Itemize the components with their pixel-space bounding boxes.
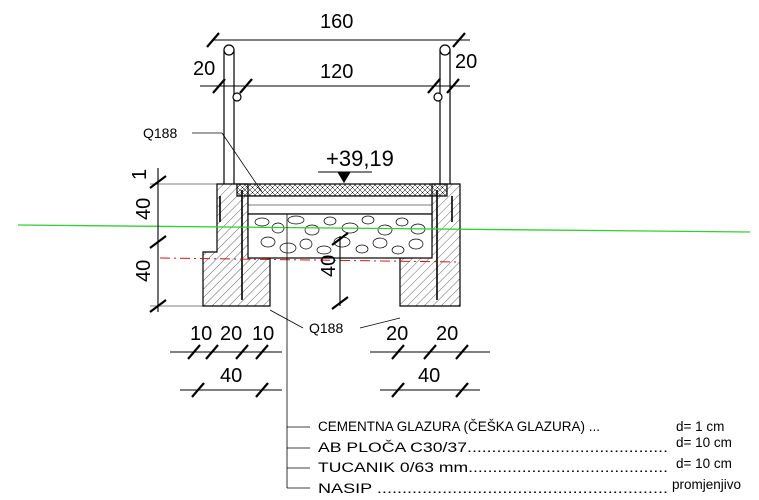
dim-left-height-mid: 40 xyxy=(133,198,155,220)
dim-left-height-bot: 40 xyxy=(133,260,155,282)
legend-item-text: NASIP ..................................… xyxy=(318,481,668,496)
dim-bottom-right-a: 20 xyxy=(386,323,408,345)
rebar xyxy=(219,190,453,300)
dim-left-height-top: 1 xyxy=(129,169,151,180)
dim-bottom-left-b: 20 xyxy=(220,323,242,345)
legend-item-text: AB PLOČA C30/37.........................… xyxy=(318,440,668,455)
dim-top-inner: 120 xyxy=(320,61,353,83)
dim-bottom-left-a: 10 xyxy=(190,323,212,345)
legend-item-text: TUCANIK 0/63 mm.........................… xyxy=(318,460,668,475)
ground-line xyxy=(17,224,751,233)
dim-bottom-right-b: 20 xyxy=(436,323,458,345)
dim-top-left-offset: 20 xyxy=(193,58,215,80)
rebar-label-top: Q188 xyxy=(143,125,177,141)
dim-inner-height: 40 xyxy=(318,255,340,277)
elevation-label: +39,19 xyxy=(326,146,394,171)
legend-item-value: d= 10 cm xyxy=(676,435,732,450)
dim-bottom-left-total: 40 xyxy=(220,365,242,387)
legend-item-value: promjenjivo xyxy=(672,477,741,492)
legend-item-value: d= 10 cm xyxy=(676,456,732,471)
legend: CEMENTNA GLAZURA (ČEŠKA GLAZURA) ... d= … xyxy=(318,419,741,496)
legend-item-value: d= 1 cm xyxy=(676,419,724,434)
dim-bottom-left-c: 10 xyxy=(252,323,274,345)
dim-top-total: 160 xyxy=(320,11,353,33)
dim-bottom-right-total: 40 xyxy=(418,365,440,387)
legend-item-text: CEMENTNA GLAZURA (ČEŠKA GLAZURA) ... xyxy=(318,419,600,434)
dimension-lines xyxy=(149,32,490,489)
rebar-label-bottom: Q188 xyxy=(309,320,343,336)
dim-top-right-offset: 20 xyxy=(455,51,477,73)
railing-posts xyxy=(223,44,451,184)
